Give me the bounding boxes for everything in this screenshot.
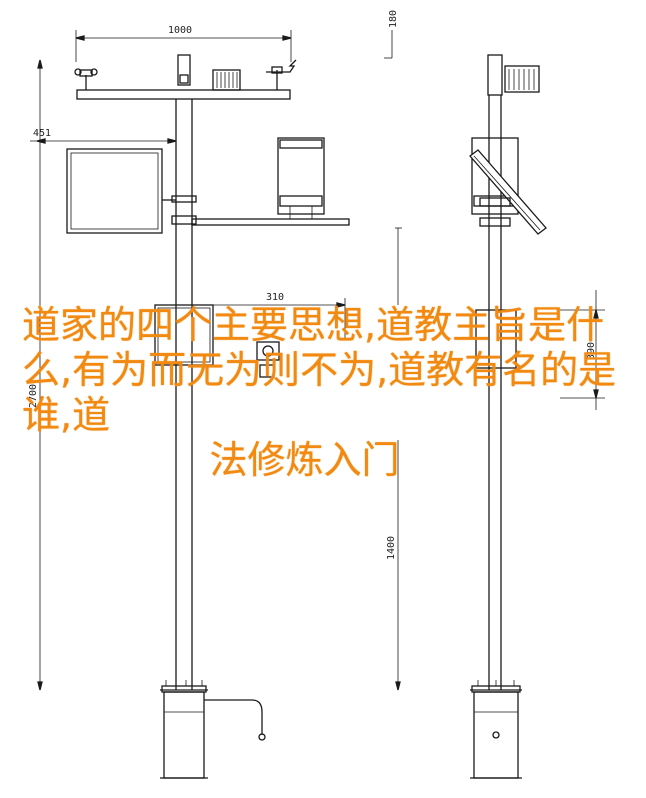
dim-top-width-label: 1000 — [168, 25, 192, 36]
dim-total-height: 2700 — [28, 59, 43, 691]
dim-total-height-label: 2700 — [28, 384, 39, 408]
instrument-panel — [154, 304, 214, 366]
dim-right-mid: 390 — [395, 227, 605, 410]
side-instrument-box — [475, 309, 517, 369]
headline-line-1: 道家的四个主要思想,道教 — [22, 303, 453, 347]
headline-line-2: 主旨是什么,有为而无为则 — [22, 303, 605, 392]
base-side — [470, 680, 522, 779]
dim-top-width: 1000 — [75, 25, 292, 62]
ground-cable — [204, 699, 263, 735]
dim-mid-width-label: 310 — [266, 292, 284, 303]
side-pole-cap — [487, 54, 503, 96]
pole-cap — [177, 54, 191, 86]
middle-crossbar — [191, 218, 350, 226]
side-enclosure — [471, 137, 519, 215]
wind-vane-icon — [266, 59, 297, 90]
dim-right-low: 1400 — [386, 440, 401, 691]
top-crossbar — [76, 89, 291, 100]
headline-line-4: 法修炼入门 — [209, 438, 400, 482]
anemometer-icon — [74, 68, 98, 90]
tilted-solar-panel — [469, 149, 547, 235]
dim-left-offset-label: 451 — [33, 128, 51, 139]
dim-left-offset: 451 — [30, 128, 177, 144]
article-headline: 道家的四个主要思想,道教主旨是什么,有为而无为则不为,道教有名的是谁,道法修炼入… — [22, 303, 622, 483]
dim-mid-width: 310 — [213, 292, 346, 340]
enclosure-box — [277, 137, 325, 219]
base-front — [160, 680, 208, 779]
side-sensor-module — [504, 65, 540, 93]
dim-right-top: 180 — [384, 10, 399, 59]
headline-line-3: 不为,道教有名的是谁,道 — [22, 348, 617, 437]
dim-right-mid-label: 390 — [586, 342, 597, 360]
sensor-module — [212, 69, 241, 91]
dim-right-top-label: 180 — [388, 10, 399, 28]
solar-panel — [66, 148, 163, 234]
dim-right-low-label: 1400 — [386, 536, 397, 560]
temperature-sensor-icon — [256, 341, 280, 378]
